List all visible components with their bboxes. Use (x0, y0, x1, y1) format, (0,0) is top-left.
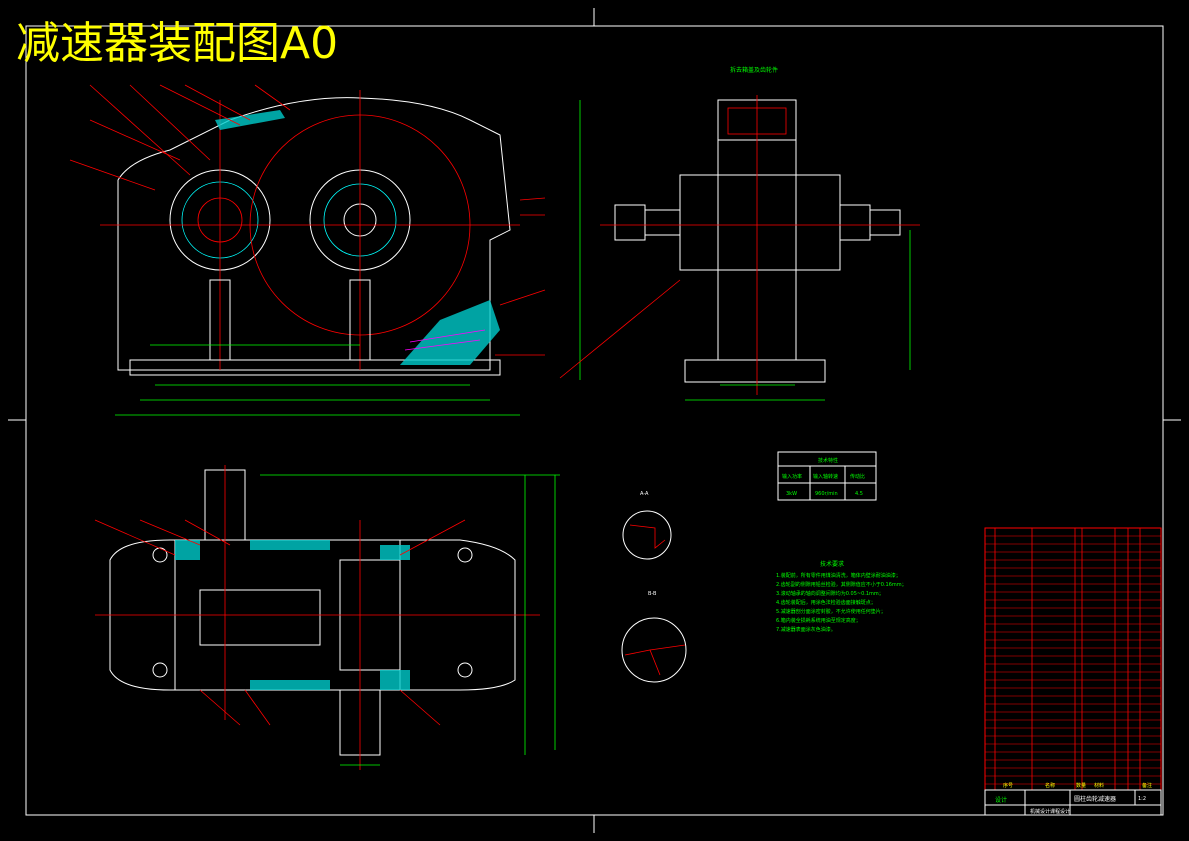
drawing-title: 减速器装配图A0 (16, 18, 338, 69)
title-block-scale: 1:2 (1138, 796, 1146, 802)
tech-req-line: 4.齿轮装配后，用涂色法检验齿面接触斑点； (776, 599, 876, 606)
tech-table-h1: 输入功率 (782, 473, 802, 480)
parts-list: 序号 名称 数量 材料 备注 (984, 527, 1162, 791)
tech-table-v3: 4.5 (855, 491, 863, 497)
tech-table-header: 技术特性 (818, 457, 838, 464)
parts-header-material: 材料 (1094, 782, 1104, 789)
title-block: 设计 圆柱齿轮减速器 1:2 机械设计课程设计 (984, 789, 1162, 816)
section-label-a: A-A (640, 491, 649, 497)
tech-table-h3: 传动比 (850, 473, 865, 480)
title-block-drawing-name: 圆柱齿轮减速器 (1074, 795, 1116, 803)
section-label-b: B-B (648, 591, 657, 597)
tech-table-v1: 3kW (786, 491, 797, 497)
tech-req-line: 2.齿轮副的侧隙用铅丝检验，其侧隙值应不小于0.16mm； (776, 581, 907, 588)
parts-header-no: 序号 (1003, 782, 1013, 789)
tech-req-line: 5.减速器剖分面涂密封胶，不允许使用任何垫片； (776, 608, 886, 615)
parts-header-remark: 备注 (1142, 782, 1152, 789)
top-view (94, 465, 560, 770)
tech-req-line: 3.滚动轴承的轴向调整间隙均为0.05~0.1mm； (776, 590, 884, 597)
tech-characteristics-table: 技术特性 输入功率 输入轴转速 传动比 3kW 960r/min 4.5 (777, 451, 877, 501)
tech-table-v2: 960r/min (815, 491, 838, 497)
tech-req-line: 7.减速器表面涂灰色油漆。 (776, 626, 836, 633)
section-details: A-A B-B (621, 491, 687, 683)
side-view: 拆去箱盖及齿轮件 (600, 66, 920, 401)
tech-req-line: 6.箱内装全损耗系统用油至规定高度； (776, 617, 861, 624)
side-view-caption: 拆去箱盖及齿轮件 (730, 66, 778, 74)
parts-header-name: 名称 (1045, 782, 1055, 789)
title-block-school: 机械设计课程设计 (1030, 808, 1070, 815)
tech-table-h2: 输入轴转速 (813, 473, 838, 480)
tech-req-line: 1.装配前，所有零件用煤油清洗，箱体内壁涂耐油油漆； (776, 572, 901, 579)
front-view (69, 84, 681, 416)
tech-requirements: 技术要求 1.装配前，所有零件用煤油清洗，箱体内壁涂耐油油漆； 2.齿轮副的侧隙… (776, 560, 907, 633)
parts-header-qty: 数量 (1076, 782, 1086, 789)
tech-req-title: 技术要求 (820, 560, 844, 568)
title-block-designer: 设计 (995, 796, 1007, 804)
sheet-border (25, 25, 1164, 816)
